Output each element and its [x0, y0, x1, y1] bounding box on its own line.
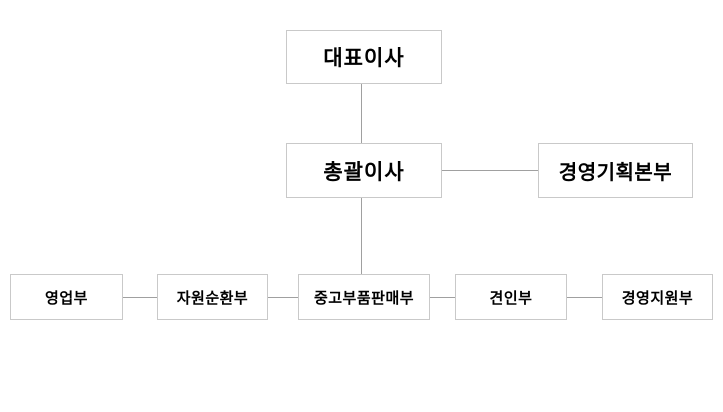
connector-executive-to-planning [442, 170, 538, 171]
org-box-executive-director-label: 총괄이사 [323, 160, 405, 184]
connector-dept-parts-to-towing [430, 297, 455, 298]
connector-dept-towing-to-support [567, 297, 602, 298]
org-box-dept-used-parts-sales: 중고부품판매부 [298, 274, 430, 320]
org-box-dept-sales-label: 영업부 [45, 289, 88, 307]
connector-dept-sales-to-recycle [123, 297, 157, 298]
org-box-dept-resource-recycling: 자원순환부 [157, 274, 268, 320]
org-box-dept-towing: 견인부 [455, 274, 567, 320]
org-box-dept-management-support: 경영지원부 [602, 274, 713, 320]
org-box-dept-towing-label: 견인부 [489, 289, 533, 307]
org-box-dept-sales: 영업부 [10, 274, 123, 320]
connector-dept-recycle-to-parts [268, 297, 298, 298]
org-box-executive-director: 총괄이사 [286, 143, 442, 198]
org-box-dept-resource-recycling-label: 자원순환부 [176, 289, 249, 307]
connector-executive-to-dept-row [361, 198, 362, 274]
org-box-ceo: 대표이사 [286, 30, 442, 84]
org-box-planning-division: 경영기획본부 [538, 143, 693, 198]
org-box-ceo-label: 대표이사 [323, 47, 405, 70]
org-box-planning-division-label: 경영기획본부 [558, 162, 673, 184]
org-box-dept-management-support-label: 경영지원부 [621, 289, 694, 307]
org-box-dept-used-parts-sales-label: 중고부품판매부 [313, 289, 415, 307]
connector-ceo-to-executive [361, 84, 362, 143]
